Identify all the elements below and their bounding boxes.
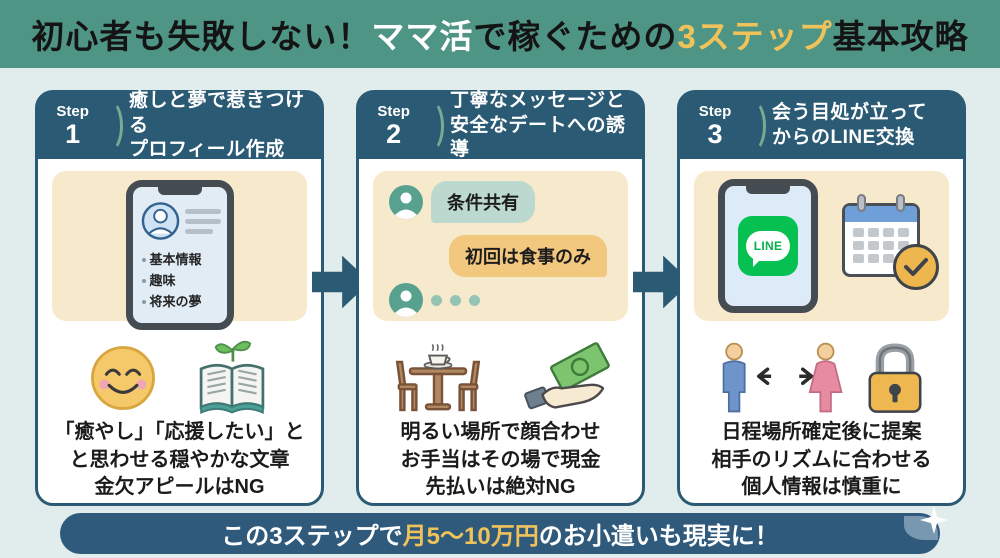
caption-line: 個人情報は慎重に: [741, 476, 902, 499]
step2-illustration: 条件共有 初回は食事のみ: [373, 171, 628, 321]
header-banner: 初心者も失敗しない！ママ活で稼ぐための3ステップ基本攻略: [0, 0, 1000, 68]
step2-title-line2: 安全なデートへの誘導: [449, 114, 626, 161]
step1-title: 癒しと夢で惹きつける プロフィール作成: [129, 89, 321, 163]
caption-line: 相手のリズムに合わせる: [711, 448, 932, 471]
step3-title-line2: からのLINE交換: [772, 127, 915, 148]
step1-illustration: 基本情報 趣味 将来の夢: [52, 171, 307, 330]
step1-title-line2: プロフィール作成: [128, 139, 285, 161]
step2-title-line1: 丁寧なメッセージと: [449, 89, 626, 111]
step-label: Step: [56, 103, 89, 120]
list-item: 基本情報: [141, 250, 227, 271]
cafe-table-icon: [395, 344, 480, 412]
step1-caption: 「癒やし」「応援したい」と と思わせる穏やかな文章 金欠アピールはNG: [44, 419, 315, 502]
typing-indicator-icon: [431, 295, 480, 306]
step2-badge: Step 2: [371, 104, 416, 148]
step-number: 1: [65, 119, 81, 149]
title-part: 初心者も失敗しない！: [31, 18, 372, 55]
step1-title-line1: 癒しと夢で惹きつける: [128, 89, 305, 136]
padlock-icon: [868, 343, 921, 413]
list-item: 趣味: [141, 271, 227, 292]
step-card-2: Step 2 丁寧なメッセージと 安全なデートへの誘導 条件共有 初回は食事のみ: [356, 90, 645, 506]
arc-divider-icon: [97, 100, 123, 152]
open-book-sprout-icon: [199, 340, 264, 414]
title-part-highlight-white: ママ活: [371, 18, 474, 55]
smartphone-profile-icon: 基本情報 趣味 将来の夢: [125, 180, 234, 330]
caption-line: 明るい場所で顔合わせ: [400, 421, 601, 443]
hand-money-icon: [523, 342, 610, 410]
step3-caption: 日程場所確定後に提案 相手のリズムに合わせる 個人情報は慎重に: [686, 419, 957, 502]
step-label: Step: [698, 103, 732, 120]
profile-bullet-list: 基本情報 趣味 将来の夢: [141, 250, 227, 313]
step3-icons-row: [680, 339, 963, 417]
line-app-label: LINE: [753, 239, 783, 253]
footer-text: この3ステップで月5〜10万円のお小遣いも現実に！: [221, 516, 778, 551]
step2-icons-row: [359, 339, 642, 417]
step3-title: 会う目処が立って からのLINE交換: [772, 101, 927, 150]
step3-header: Step 3 会う目処が立って からのLINE交換: [680, 93, 963, 159]
caption-line: 「癒やし」「応援したい」と: [54, 421, 305, 443]
title-part: で稼ぐための: [473, 18, 678, 55]
list-item: 将来の夢: [141, 292, 227, 313]
page-title: 初心者も失敗しない！ママ活で稼ぐための3ステップ基本攻略: [31, 10, 968, 58]
footer-banner: この3ステップで月5〜10万円のお小遣いも現実に！: [60, 513, 940, 554]
step2-header: Step 2 丁寧なメッセージと 安全なデートへの誘導: [359, 90, 642, 160]
step3-illustration: LINE: [694, 171, 949, 321]
title-part-highlight-gold: 3ステップ: [677, 18, 833, 55]
phone-notch: [746, 185, 790, 194]
caption-line: 日程場所確定後に提案: [721, 421, 922, 443]
caption-line: 先払いは絶対NG: [425, 476, 576, 499]
man-woman-arrow-icon: [722, 342, 843, 413]
arc-divider-icon: [418, 100, 444, 152]
footer-part-highlight-gold: 月5〜10万円: [402, 523, 539, 550]
line-app-icon: LINE: [738, 216, 798, 276]
step-number: 3: [707, 119, 723, 149]
step2-caption: 明るい場所で顔合わせ お手当はその場で現金 先払いは絶対NG: [365, 419, 636, 502]
step-number: 2: [386, 119, 402, 149]
step-card-1: Step 1 癒しと夢で惹きつける プロフィール作成: [35, 90, 324, 506]
check-mark-icon: [893, 244, 939, 290]
chat-avatar-icon: [389, 185, 423, 219]
profile-avatar-icon: [141, 202, 179, 240]
smiley-face-icon: [90, 346, 155, 410]
step1-icons-row: [38, 339, 321, 417]
title-part: 基本攻略: [832, 18, 969, 55]
caption-line: と思わせる穏やかな文章: [69, 448, 290, 471]
step1-badge: Step 1: [50, 104, 95, 148]
arc-divider-icon: [740, 100, 766, 152]
calendar-check-icon: [842, 194, 939, 290]
profile-row: [141, 201, 221, 241]
step3-title-line1: 会う目処が立って: [772, 102, 928, 124]
step2-title: 丁寧なメッセージと 安全なデートへの誘導: [450, 89, 642, 163]
line-phone-icon: LINE: [718, 179, 818, 313]
profile-text-lines: [184, 208, 221, 234]
caption-line: お手当はその場で現金: [400, 448, 601, 471]
step1-header: Step 1 癒しと夢で惹きつける プロフィール作成: [38, 90, 321, 160]
step-label: Step: [377, 103, 410, 120]
footer-part: この3ステップで: [221, 523, 403, 550]
chat-bubble-highlight: 初回は食事のみ: [449, 235, 607, 277]
footer-part: のお小遣いも現実に！: [538, 523, 779, 550]
caption-line: 金欠アピールはNG: [94, 476, 265, 499]
chat-avatar-icon: [389, 283, 423, 317]
phone-notch: [157, 186, 202, 195]
step-card-3: Step 3 会う目処が立って からのLINE交換 LINE: [677, 90, 966, 506]
chat-bubble-received: 条件共有: [431, 181, 535, 223]
step3-badge: Step 3: [692, 104, 738, 148]
